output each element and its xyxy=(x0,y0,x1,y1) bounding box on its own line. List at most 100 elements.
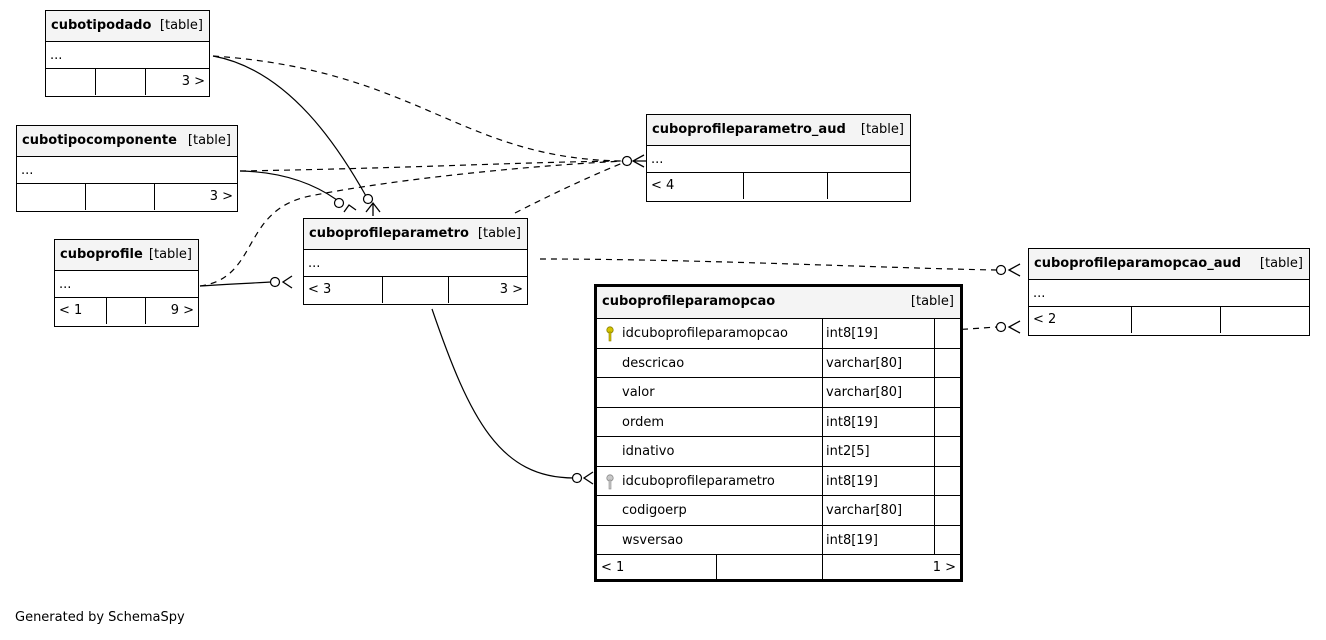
table-kind: [table] xyxy=(1259,256,1303,271)
foreign-key-icon xyxy=(606,473,614,489)
crowfoot-mark xyxy=(1007,320,1021,334)
edge-cubotipodado-cuboprofileparametro xyxy=(212,55,367,197)
children-count[interactable]: 3 > xyxy=(181,74,205,89)
parents-count[interactable]: < 3 xyxy=(304,277,383,303)
column-type: int8[19] xyxy=(823,466,935,495)
table-footer: < 2 xyxy=(1029,307,1309,333)
edge-end-circle xyxy=(362,193,374,205)
parents-count[interactable]: < 1 xyxy=(597,555,717,581)
crowfoot-mark xyxy=(582,471,594,485)
edge-end-circle xyxy=(269,276,281,288)
crowfoot-mark xyxy=(631,154,646,168)
children-count[interactable]: 9 > xyxy=(170,303,194,318)
rows-count xyxy=(96,69,146,95)
parents-count[interactable]: < 1 xyxy=(55,298,107,324)
table-name: cuboprofileparamopcao xyxy=(602,294,776,309)
generator-credit: Generated by SchemaSpy xyxy=(15,610,185,625)
table-footer: < 1 9 > xyxy=(55,298,198,324)
column-type: int8[19] xyxy=(823,407,935,436)
rows-count xyxy=(86,184,155,210)
column-type: int2[5] xyxy=(823,437,935,466)
column-row[interactable]: idcuboprofileparamopcao int8[19] xyxy=(597,319,960,349)
column-row[interactable]: codigoerp varchar[80] xyxy=(597,496,960,526)
table-cuboprofileparamopcao-aud[interactable]: cuboprofileparamopcao_aud [table] ... < … xyxy=(1028,248,1310,336)
table-header: cuboprofileparamopcao [table] xyxy=(597,287,960,319)
columns-ellipsis: ... xyxy=(17,157,237,184)
table-name: cuboprofileparamopcao_aud xyxy=(1034,256,1242,271)
edge-cubotipocomponente-cuboprofileparametro xyxy=(239,170,338,201)
parents-count[interactable]: < 2 xyxy=(1029,307,1132,333)
crowfoot-mark xyxy=(1007,263,1021,277)
columns-ellipsis: ... xyxy=(304,250,527,277)
rows-count xyxy=(107,298,146,324)
edge-cubotipocomponente-aud xyxy=(239,160,626,172)
table-kind: [table] xyxy=(860,122,904,137)
column-name: valor xyxy=(622,385,655,400)
column-row[interactable]: idcuboprofileparametro int8[19] xyxy=(597,466,960,496)
table-header: cubotipocomponente [table] xyxy=(17,126,237,157)
table-cuboprofileparametro[interactable]: cuboprofileparametro [table] ... < 3 3 > xyxy=(303,218,528,305)
columns-ellipsis: ... xyxy=(55,271,198,298)
edge-end-circle xyxy=(995,321,1007,333)
table-header: cuboprofileparametro [table] xyxy=(304,219,527,250)
edge-cuboprofileparametro-paramopcao-aud xyxy=(539,258,998,271)
columns-ellipsis: ... xyxy=(647,146,910,173)
crowfoot-mark xyxy=(343,204,357,213)
column-row[interactable]: ordem int8[19] xyxy=(597,407,960,437)
crowfoot-mark xyxy=(365,201,381,216)
column-type: varchar[80] xyxy=(823,348,935,377)
column-name: ordem xyxy=(622,414,664,430)
table-footer: < 4 xyxy=(647,173,910,199)
table-cubotipocomponente[interactable]: cubotipocomponente [table] ... 3 > xyxy=(16,125,238,212)
edge-end-circle xyxy=(995,264,1007,276)
parents-count xyxy=(46,69,96,95)
children-count[interactable]: 3 > xyxy=(499,282,523,297)
edge-cuboprofile-aud xyxy=(199,160,626,287)
parents-count xyxy=(17,184,86,210)
table-kind: [table] xyxy=(159,18,203,33)
column-name: idcuboprofileparametro xyxy=(622,473,775,489)
edge-cuboprofileparametro-cuboprofileparamopcao xyxy=(431,308,575,479)
table-kind: [table] xyxy=(477,226,521,241)
table-kind: [table] xyxy=(148,247,192,262)
table-name: cuboprofileparametro_aud xyxy=(652,122,846,137)
column-name: idcuboprofileparamopcao xyxy=(622,326,788,341)
table-footer: 3 > xyxy=(46,69,209,95)
children-count[interactable]: 3 > xyxy=(209,189,233,204)
column-row[interactable]: wsversao int8[19] xyxy=(597,525,960,555)
edge-cubotipodado-aud xyxy=(212,55,626,162)
rows-count xyxy=(744,173,828,199)
table-header: cuboprofile [table] xyxy=(55,240,198,271)
column-row[interactable]: descricao varchar[80] xyxy=(597,348,960,378)
rows-count xyxy=(383,277,449,303)
columns-ellipsis: ... xyxy=(1029,280,1309,307)
parents-count[interactable]: < 4 xyxy=(647,173,744,199)
table-name: cuboprofile xyxy=(60,247,143,262)
table-header: cubotipodado [table] xyxy=(46,11,209,42)
table-cubotipodado[interactable]: cubotipodado [table] ... 3 > xyxy=(45,10,210,97)
table-footer: < 1 1 > xyxy=(597,555,960,581)
rows-count xyxy=(1132,307,1221,333)
column-row[interactable]: idnativo int2[5] xyxy=(597,437,960,467)
table-name: cubotipocomponente xyxy=(22,133,177,148)
table-cuboprofileparametro-aud[interactable]: cuboprofileparametro_aud [table] ... < 4 xyxy=(646,114,911,202)
table-cuboprofileparamopcao[interactable]: cuboprofileparamopcao [table] idcuboprof… xyxy=(594,284,963,582)
column-name: codigoerp xyxy=(622,503,687,518)
table-header: cuboprofileparametro_aud [table] xyxy=(647,115,910,146)
table-name: cuboprofileparametro xyxy=(309,226,469,241)
columns-ellipsis: ... xyxy=(46,42,209,69)
table-header: cuboprofileparamopcao_aud [table] xyxy=(1029,249,1309,280)
column-name: descricao xyxy=(622,355,685,371)
rows-count xyxy=(717,555,823,581)
children-count[interactable]: 1 > xyxy=(932,560,956,575)
table-cuboprofile[interactable]: cuboprofile [table] ... < 1 9 > xyxy=(54,239,199,327)
column-row[interactable]: valor varchar[80] xyxy=(597,378,960,408)
children-count xyxy=(828,173,910,199)
table-name: cubotipodado xyxy=(51,18,152,33)
table-kind: [table] xyxy=(187,133,231,148)
edge-cuboprofile-cuboprofileparametro xyxy=(199,281,273,287)
edge-end-circle xyxy=(621,155,633,167)
column-type: int8[19] xyxy=(823,525,935,554)
children-count xyxy=(1221,307,1309,333)
